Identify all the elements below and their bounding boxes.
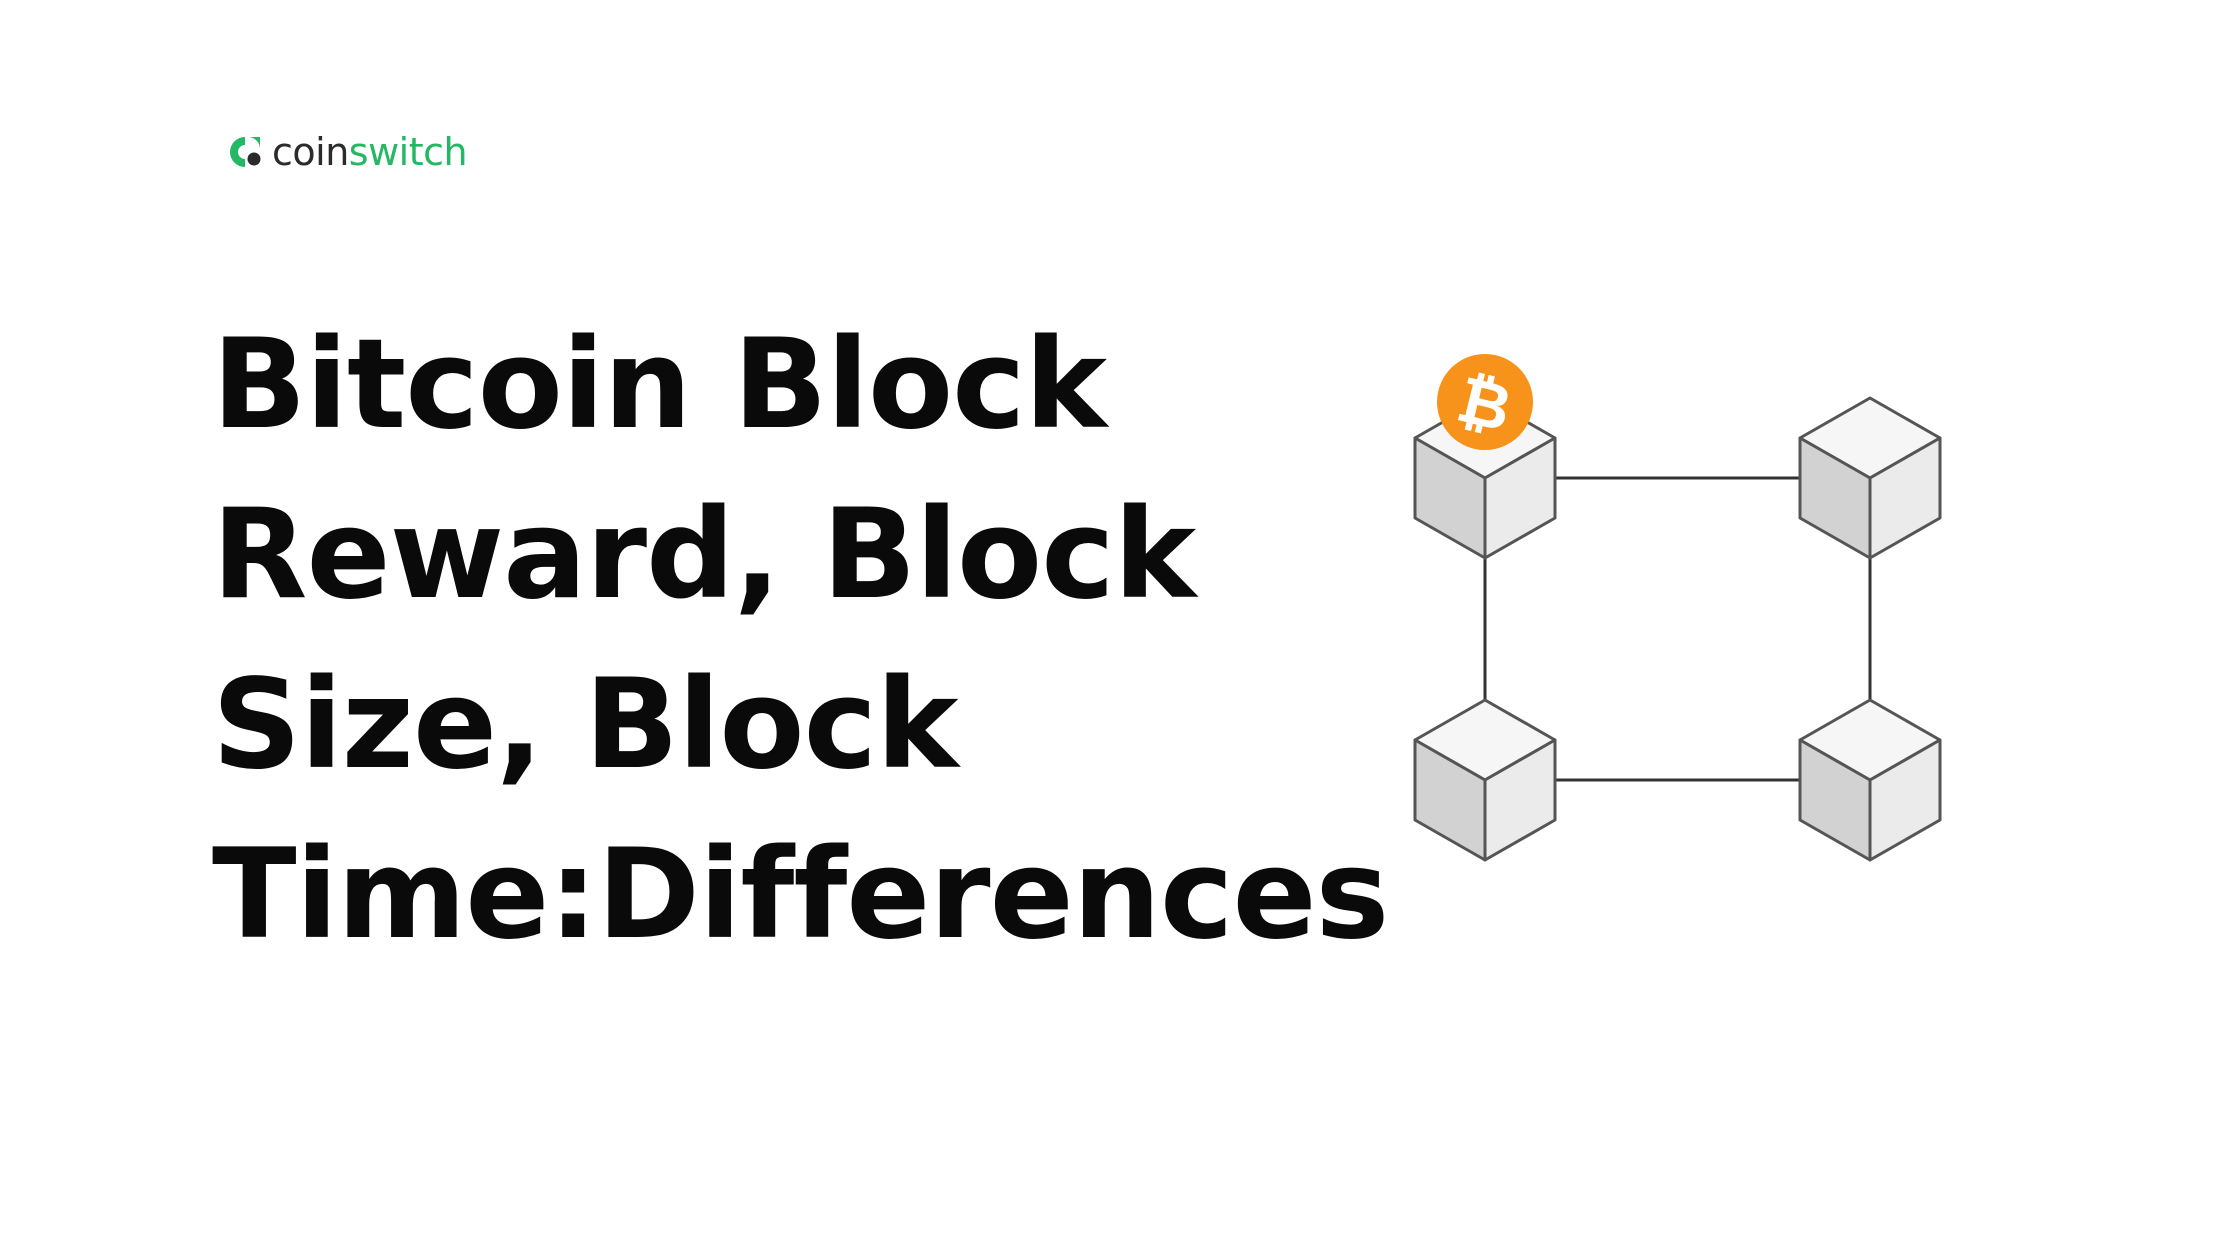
- title-line-2: Reward, Block: [212, 483, 1196, 627]
- page-title: Bitcoin Block Reward, Block Size, Block …: [212, 300, 1389, 980]
- bitcoin-coin-icon: ₿: [1437, 354, 1533, 450]
- title-line-4: Time:Differences: [212, 823, 1389, 967]
- block-cube-icon: [1798, 698, 1942, 862]
- coinswitch-logo[interactable]: coinswitch: [228, 128, 468, 176]
- title-line-3: Size, Block: [212, 653, 959, 797]
- blockchain-network-illustration: ₿: [1413, 354, 1942, 862]
- logo-word-switch: switch: [348, 130, 468, 174]
- coinswitch-logo-icon: [230, 137, 261, 167]
- logo-wordmark: coinswitch: [272, 130, 468, 174]
- block-cube-icon: [1798, 396, 1942, 560]
- title-line-1: Bitcoin Block: [212, 313, 1107, 457]
- logo-word-coin: coin: [272, 130, 349, 174]
- block-cube-icon: [1413, 698, 1557, 862]
